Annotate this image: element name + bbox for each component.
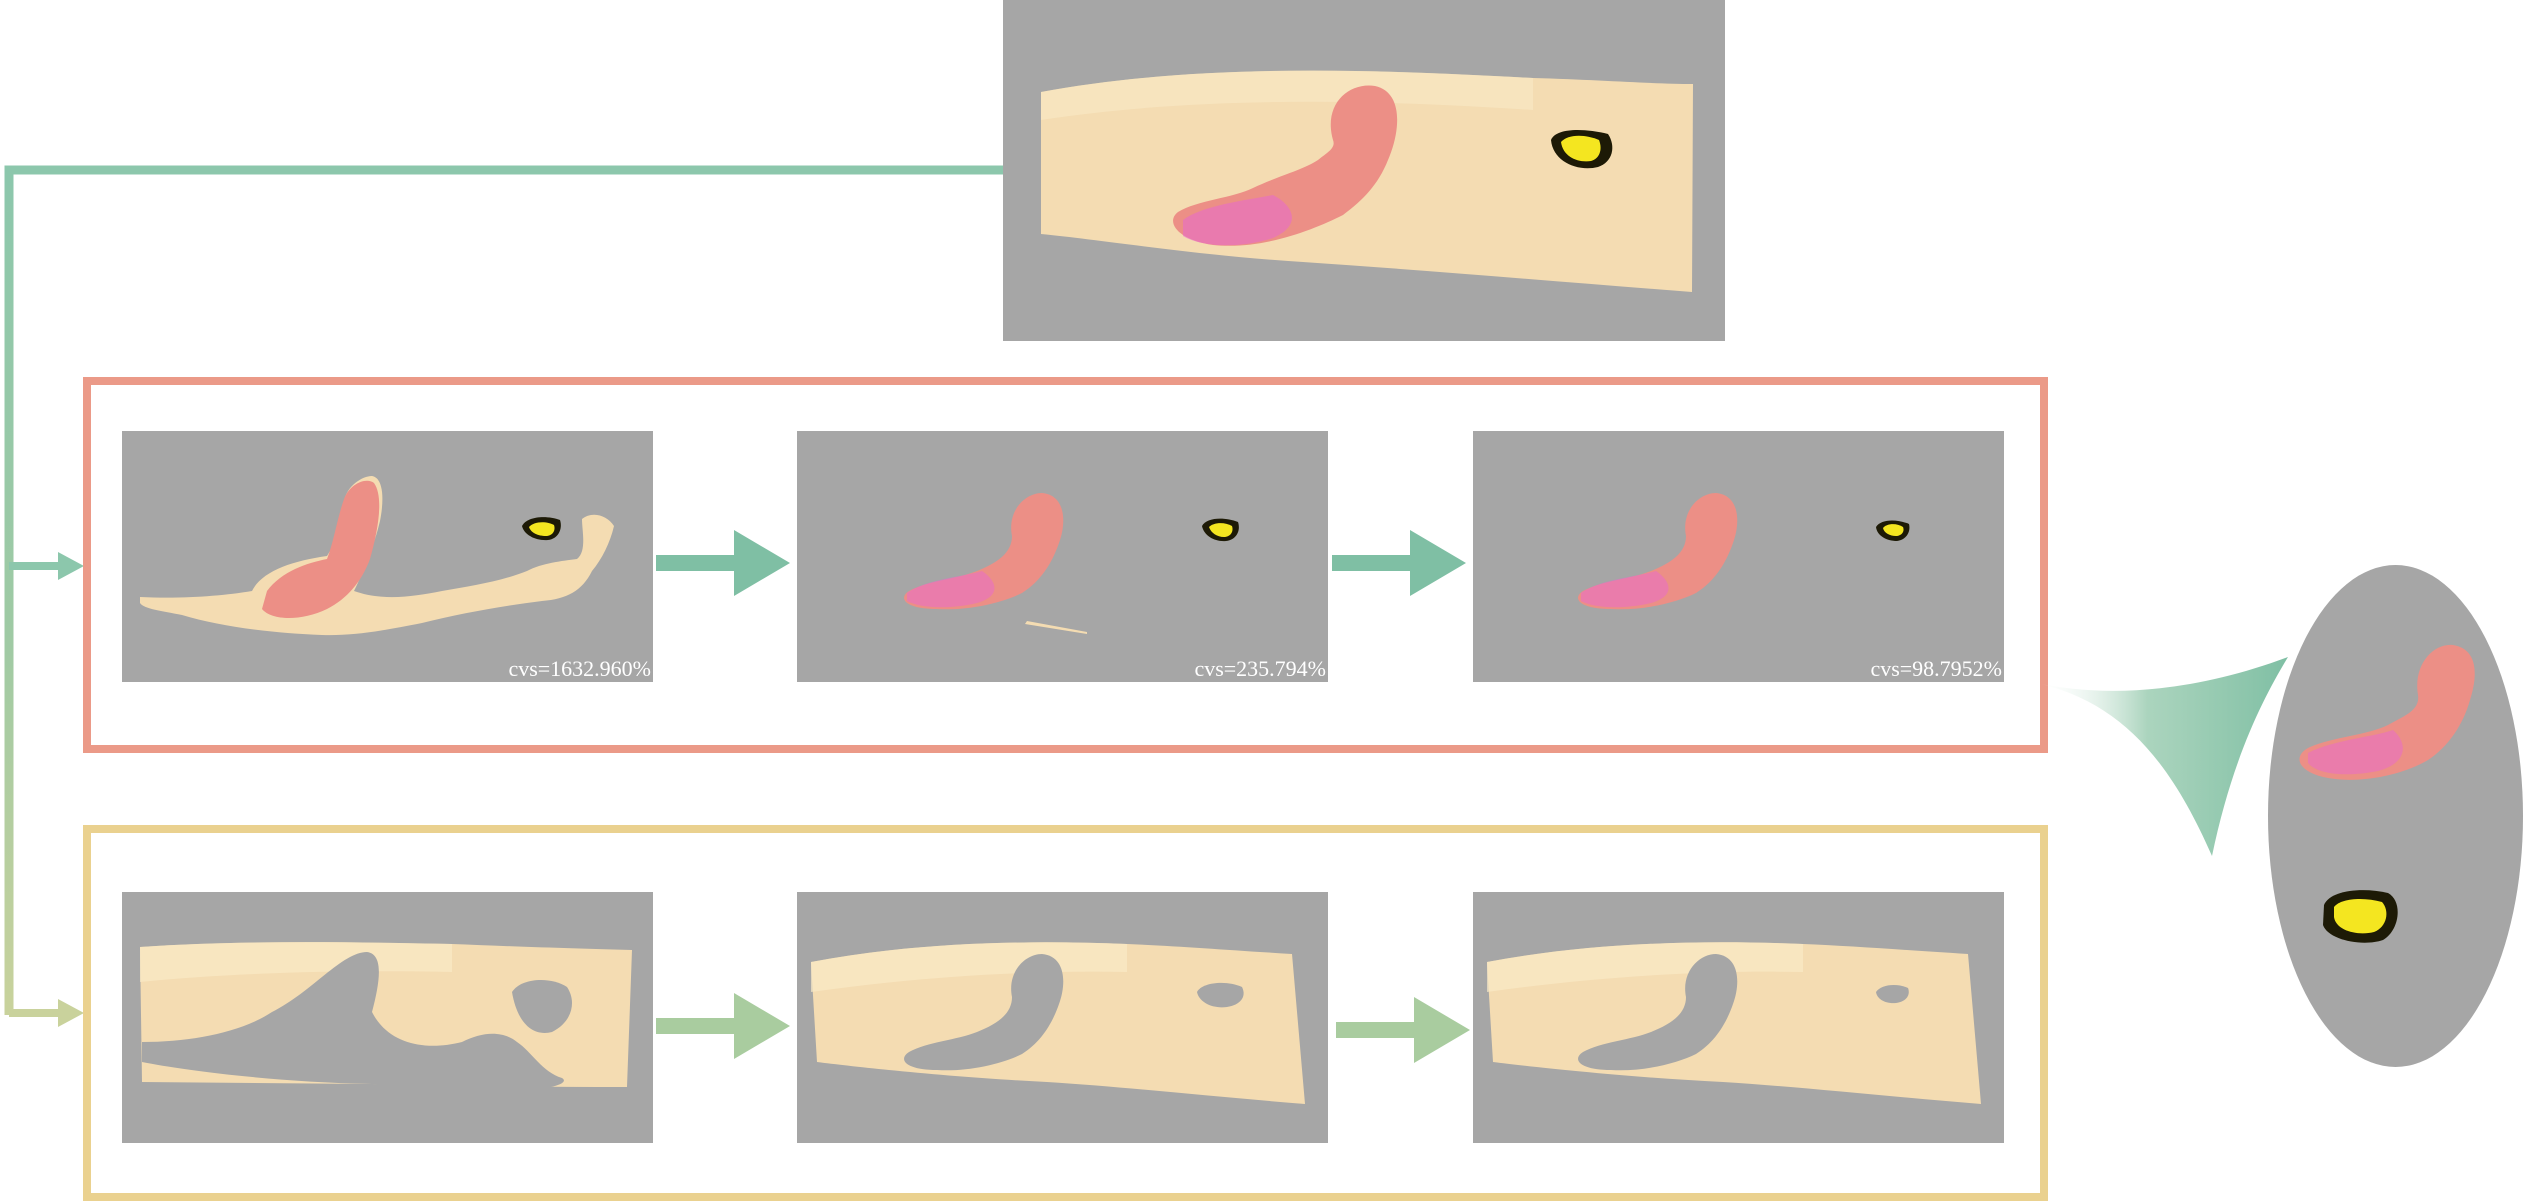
background-frame: [83, 825, 2048, 1201]
segmentation-panel-2: cvs=235.794%: [797, 431, 1328, 682]
background-mask-2-icon: [811, 942, 1305, 1104]
step-arrow-3: [656, 993, 790, 1059]
output-funnel-arrow: [2032, 657, 2288, 856]
cvs-label-2: cvs=235.794%: [1194, 656, 1326, 681]
segmentation-panel-1: cvs=1632.960%: [122, 431, 653, 682]
skin-lesion-photo-icon: [1041, 70, 1693, 292]
background-mask-1-icon: [140, 942, 632, 1091]
segmentation-panel-3: cvs=98.7952%: [1473, 431, 2004, 682]
segmentation-mask-2-icon: [904, 493, 1239, 634]
cvs-label-1: cvs=1632.960%: [508, 656, 651, 681]
background-mask-3-icon: [1487, 942, 1981, 1104]
step-arrow-4: [1336, 997, 1470, 1063]
cvs-label-3: cvs=98.7952%: [1870, 656, 2002, 681]
background-panel-2: [797, 892, 1328, 1143]
background-panel-3: [1473, 892, 2004, 1143]
segmentation-frame: [83, 377, 2048, 753]
input-image: [1003, 0, 1725, 341]
step-arrow-1: [656, 530, 790, 596]
result-ellipse: [2268, 565, 2523, 1067]
extracted-lesions-ellipse-icon: [2299, 644, 2475, 943]
input-connector: [4, 165, 1003, 1027]
segmentation-mask-3-icon: [1578, 493, 1910, 610]
background-panel-1: [122, 892, 653, 1143]
segmentation-mask-1-icon: [140, 476, 614, 636]
step-arrow-2: [1332, 530, 1466, 596]
